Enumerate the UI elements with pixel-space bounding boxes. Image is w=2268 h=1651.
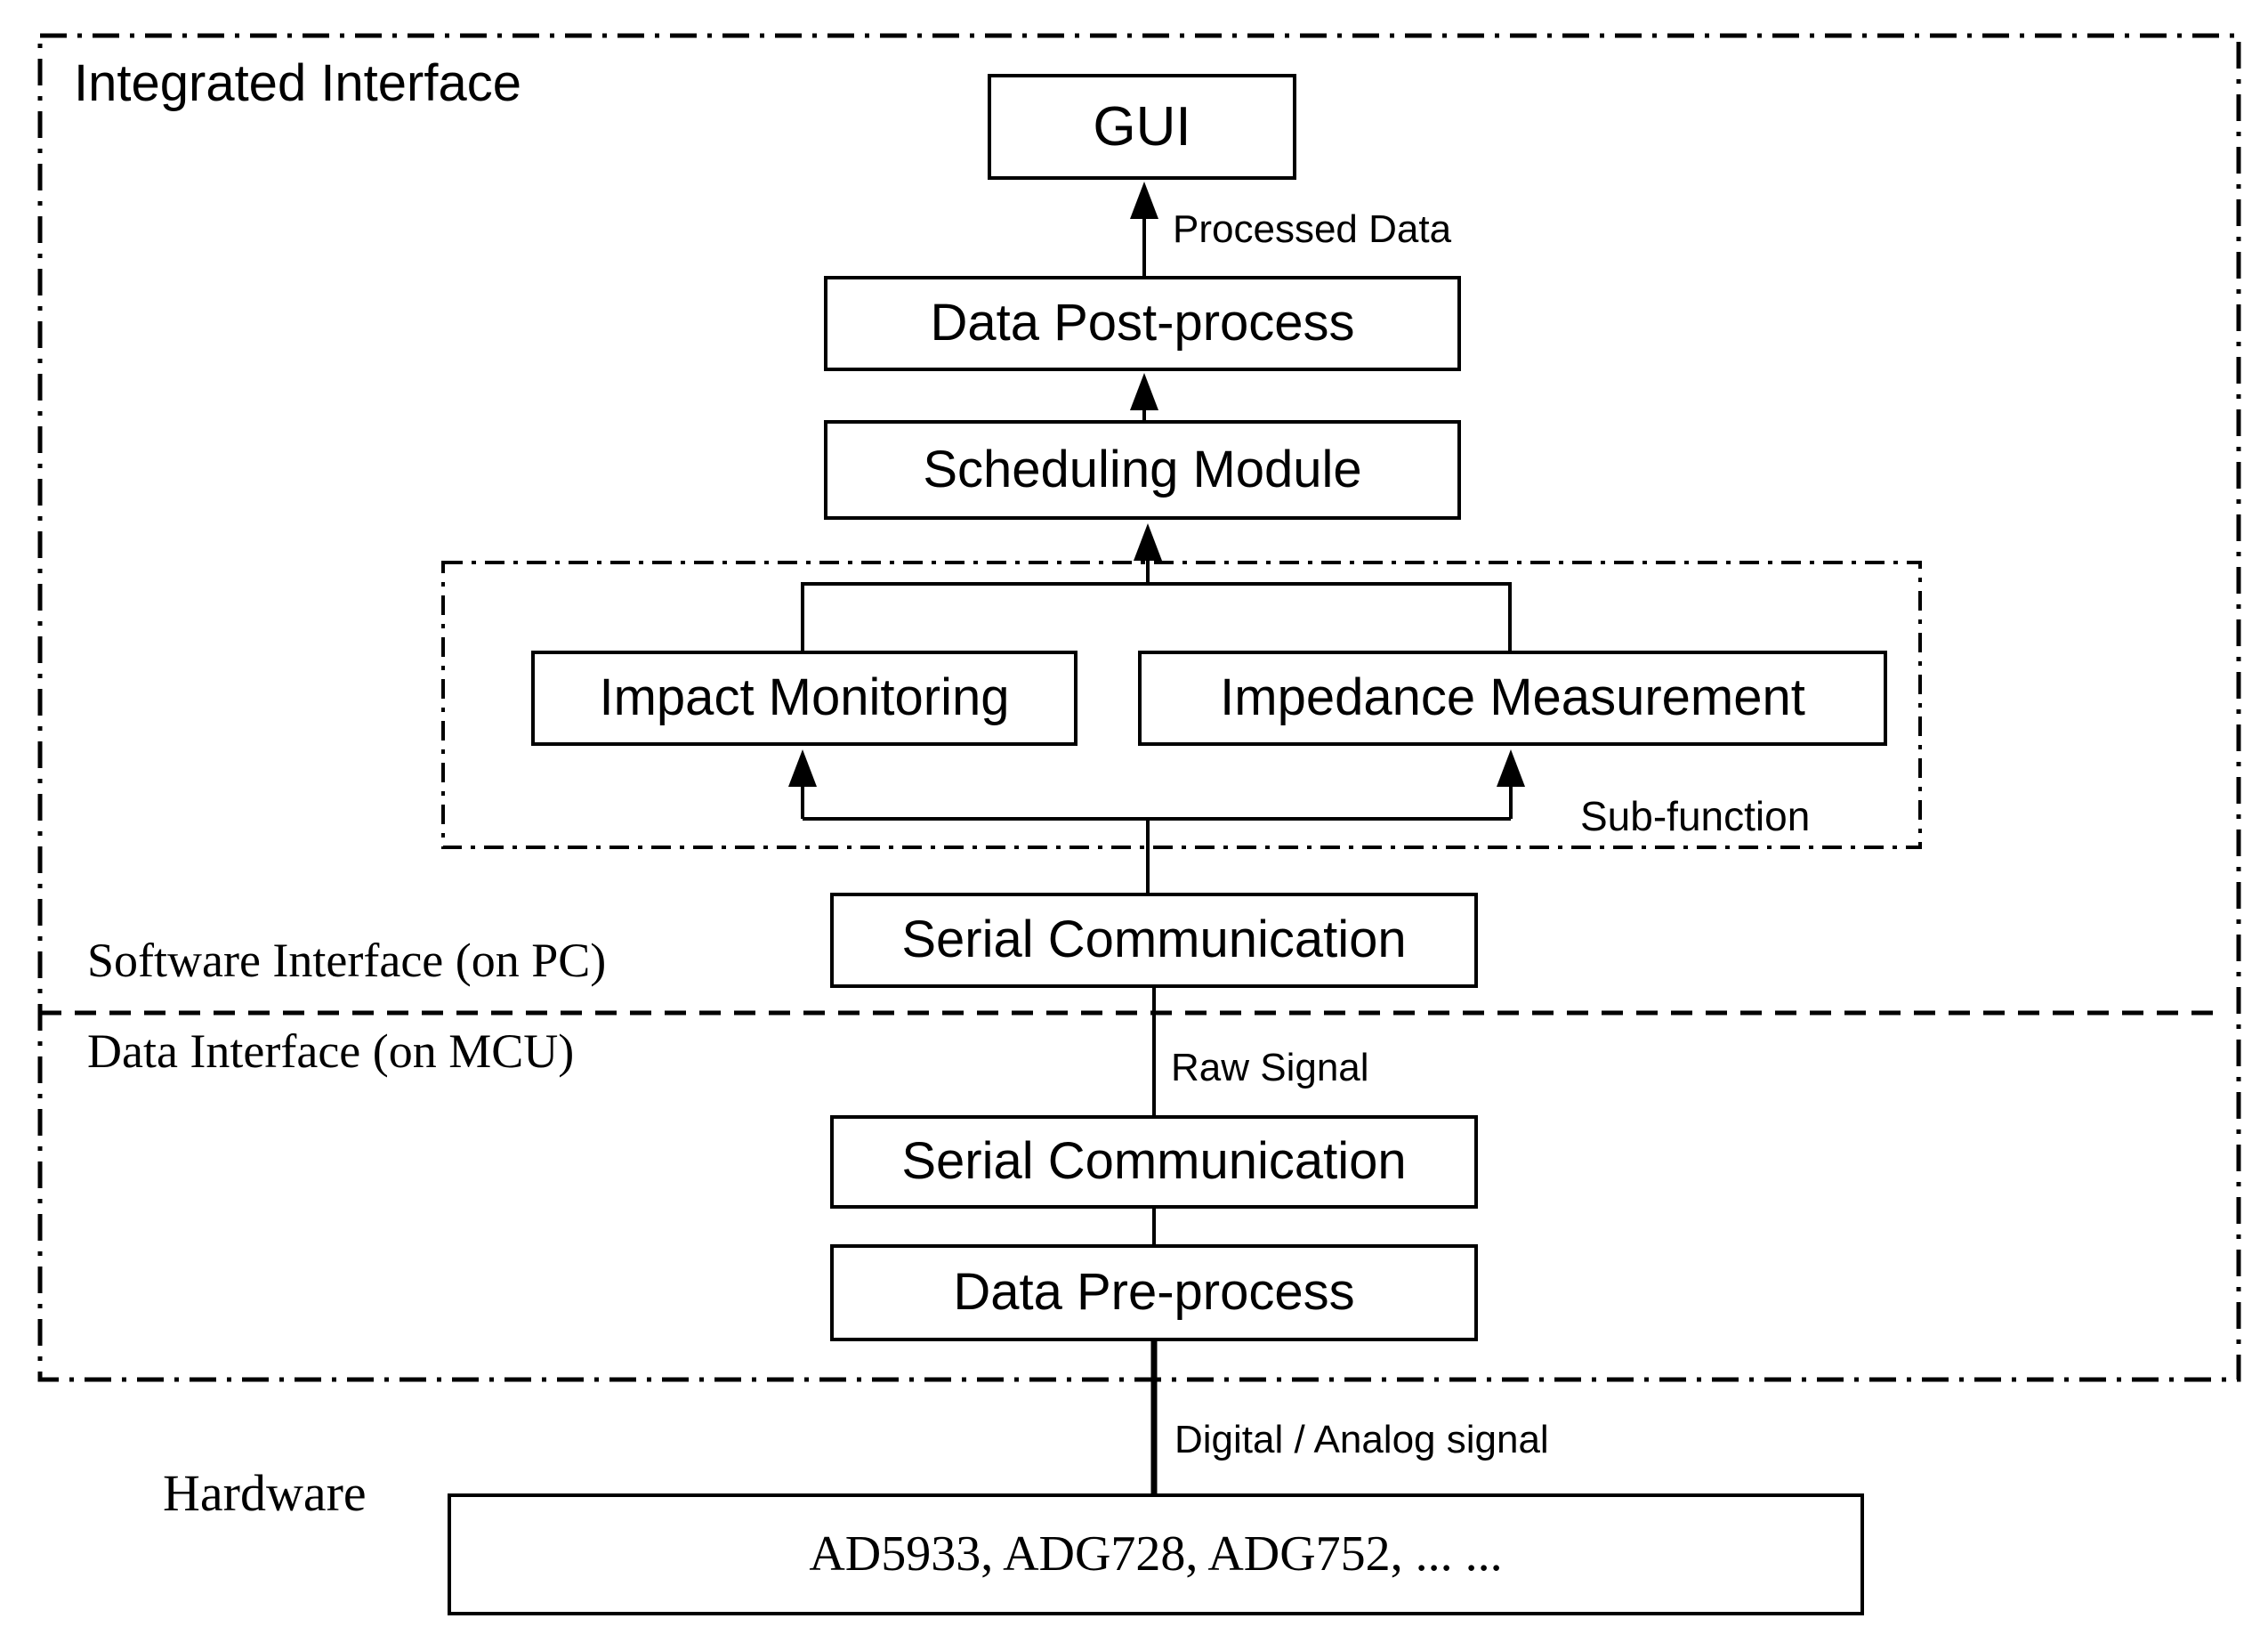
data-interface-label: Data Interface (on MCU): [87, 1024, 575, 1078]
node-impact-monitoring: Impact Monitoring: [531, 651, 1078, 746]
raw-signal-edge-label: Raw Signal: [1171, 1046, 1369, 1089]
node-data-pre-process: Data Pre-process: [830, 1244, 1478, 1341]
node-scheduling-module: Scheduling Module: [824, 420, 1461, 520]
arrowhead-sched: [1134, 523, 1162, 561]
node-hardware-components: AD5933, ADG728, ADG752, ... ...: [448, 1493, 1864, 1615]
digital-analog-signal-edge-label: Digital / Analog signal: [1174, 1418, 1549, 1461]
processed-data-edge-label: Processed Data: [1173, 207, 1452, 251]
node-gui: GUI: [988, 74, 1296, 180]
node-serial-communication-mcu: Serial Communication: [830, 1115, 1478, 1209]
arrowhead-impedance: [1497, 749, 1525, 787]
sub-function-border: [441, 561, 1922, 849]
node-data-post-process: Data Post-process: [824, 276, 1461, 371]
sub-function-top-connector: [801, 582, 1512, 651]
sub-function-label: Sub-function: [1580, 793, 1811, 839]
hardware-label: Hardware: [163, 1464, 367, 1522]
node-serial-communication-pc: Serial Communication: [830, 893, 1478, 988]
node-impedance-measurement: Impedance Measurement: [1138, 651, 1887, 746]
software-interface-label: Software Interface (on PC): [87, 934, 607, 987]
integrated-interface-border: [37, 33, 2241, 1382]
arrowhead-impact: [788, 749, 817, 787]
arrowhead-gui: [1130, 182, 1158, 219]
integrated-interface-label: Integrated Interface: [74, 54, 521, 112]
arrowhead-post: [1130, 373, 1158, 410]
